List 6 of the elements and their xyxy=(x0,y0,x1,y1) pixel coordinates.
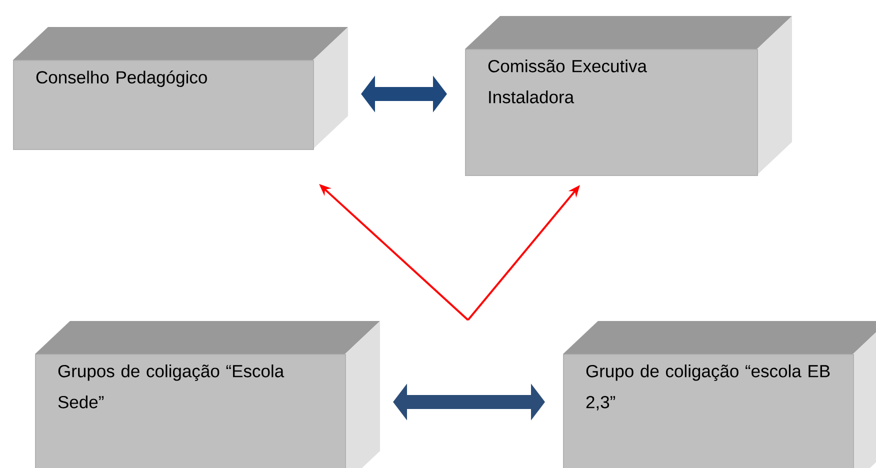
box: Grupos de coligação “Escola Sede” xyxy=(35,320,380,468)
box: Grupo de coligação “escola EB 2,3” xyxy=(563,320,876,468)
arrow xyxy=(393,384,545,420)
box: Conselho Pedagógico xyxy=(13,27,348,150)
arrow xyxy=(361,76,447,112)
box: Comissão Executiva Instaladora xyxy=(465,16,792,176)
